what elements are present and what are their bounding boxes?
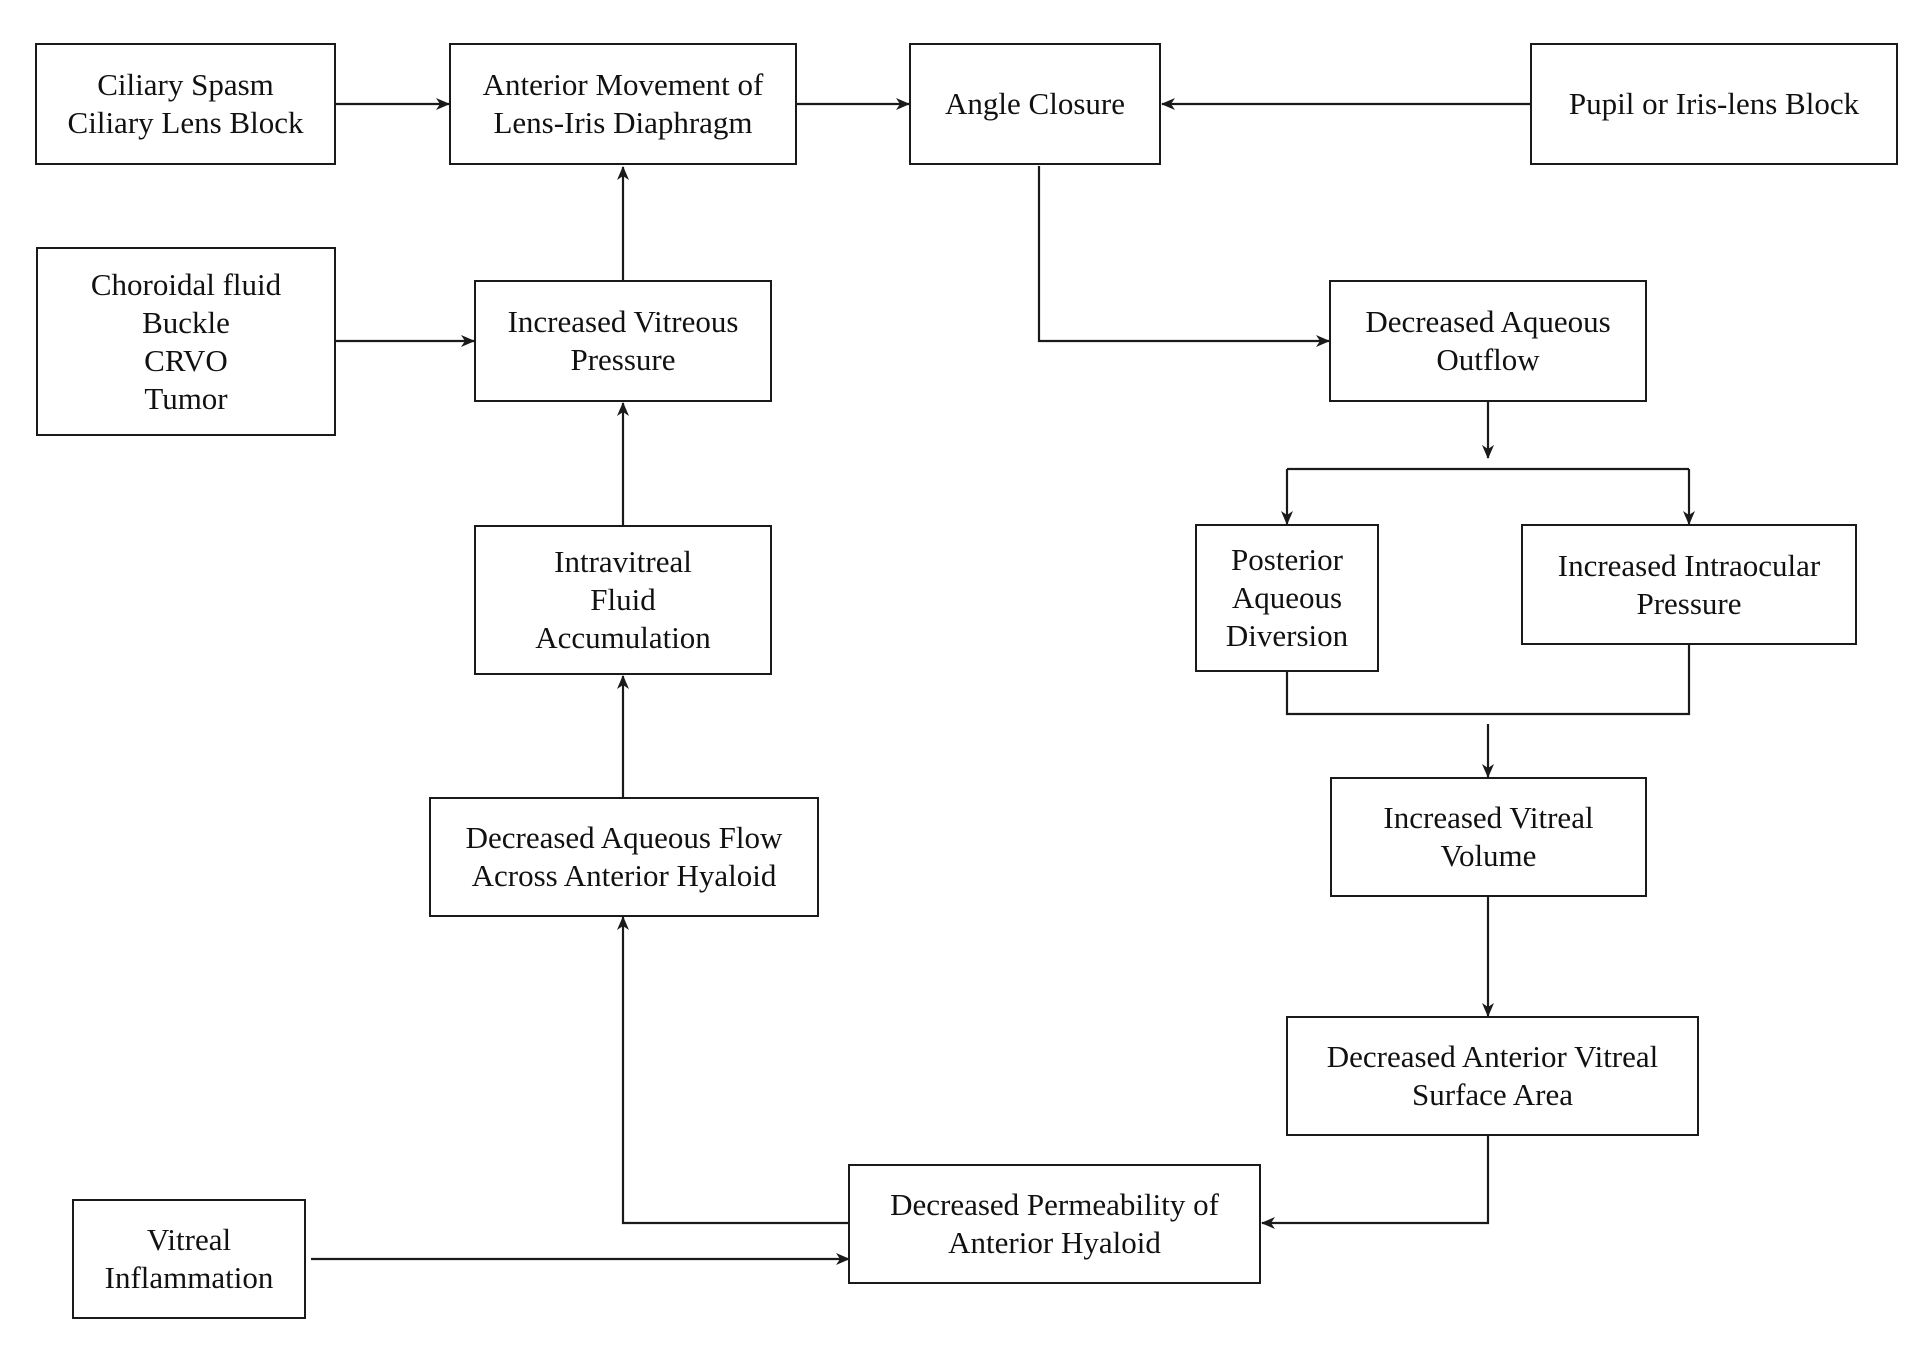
node-choroidal-fluid: Choroidal fluid Buckle CRVO Tumor	[36, 247, 336, 436]
node-vitreal-inflammation: Vitreal Inflammation	[72, 1199, 306, 1319]
node-anterior-movement: Anterior Movement of Lens-Iris Diaphragm	[449, 43, 797, 165]
merge-bar	[1285, 645, 1691, 716]
node-decreased-permeability: Decreased Permeability of Anterior Hyalo…	[848, 1164, 1261, 1284]
node-decreased-aqueous-flow: Decreased Aqueous Flow Across Anterior H…	[429, 797, 819, 917]
node-decreased-aqueous-outflow: Decreased Aqueous Outflow	[1329, 280, 1647, 402]
node-increased-intraocular-pressure: Increased Intraocular Pressure	[1521, 524, 1857, 645]
arrow-angle-closure-to-aqueous-outflow	[1037, 166, 1330, 347]
arrow-surface-area-to-permeability	[1261, 1136, 1490, 1229]
node-angle-closure: Angle Closure	[909, 43, 1161, 165]
node-increased-vitreal-volume: Increased Vitreal Volume	[1330, 777, 1647, 897]
node-intravitreal-fluid: Intravitreal Fluid Accumulation	[474, 525, 772, 675]
arrow-permeability-to-aqueous-flow	[617, 916, 848, 1225]
node-pupil-block: Pupil or Iris-lens Block	[1530, 43, 1898, 165]
node-increased-vitreous-pressure: Increased Vitreous Pressure	[474, 280, 772, 402]
node-ciliary-spasm: Ciliary Spasm Ciliary Lens Block	[35, 43, 336, 165]
node-posterior-aqueous-diversion: Posterior Aqueous Diversion	[1195, 524, 1379, 672]
node-decreased-anterior-vitreal-surface: Decreased Anterior Vitreal Surface Area	[1286, 1016, 1699, 1136]
